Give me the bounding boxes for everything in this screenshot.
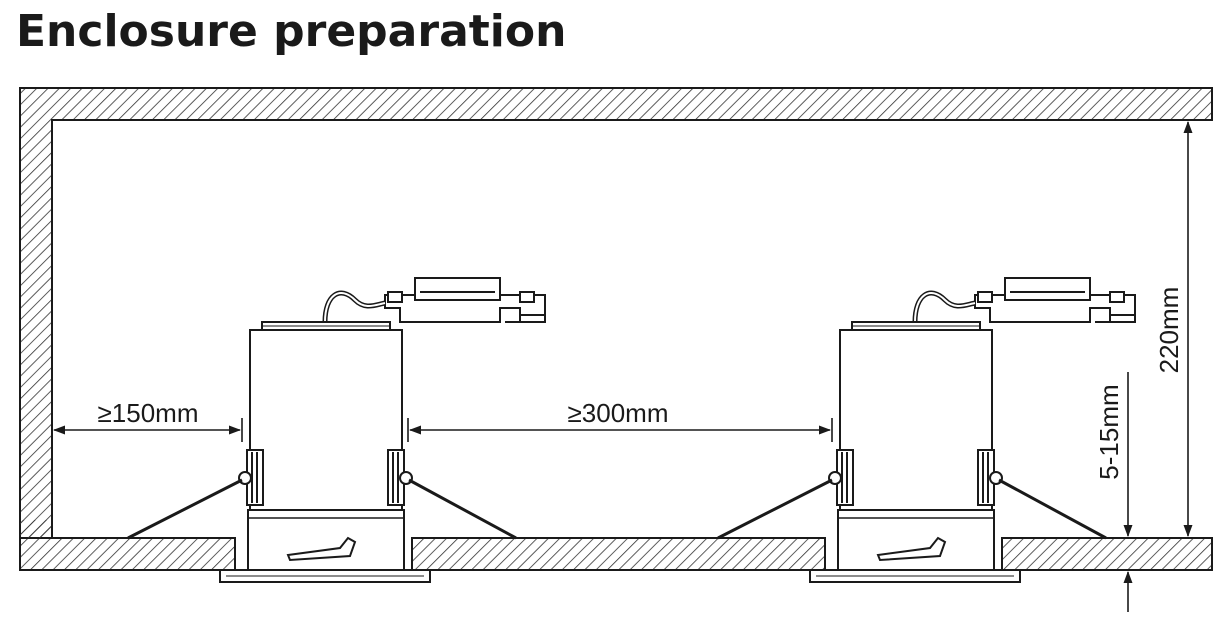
tilt-lever <box>286 536 357 562</box>
ceiling-thickness-label: 5-15mm <box>1094 384 1124 479</box>
downlight-fixture <box>127 277 546 583</box>
height-label: 220mm <box>1154 287 1184 374</box>
dimension-lines <box>53 121 1193 612</box>
spring-arm-left <box>127 478 243 540</box>
fixture-body <box>249 329 403 511</box>
left-wall-lower <box>20 520 52 538</box>
ceiling-segment-right <box>1001 537 1213 571</box>
spring-clip-right <box>387 449 413 506</box>
side-clearance-label: ≥150mm <box>98 398 199 428</box>
ceiling-board <box>19 520 1213 571</box>
spring-arm-right <box>408 478 517 540</box>
spacing-label: ≥300mm <box>568 398 669 428</box>
spring-clip-left <box>238 449 264 506</box>
ceiling-segment-left <box>19 537 236 571</box>
ceiling-segment-middle <box>411 537 826 571</box>
driver-box <box>384 277 546 323</box>
cable <box>322 290 386 323</box>
page-title: Enclosure preparation <box>16 6 567 57</box>
fixture-lower-housing <box>247 509 405 571</box>
